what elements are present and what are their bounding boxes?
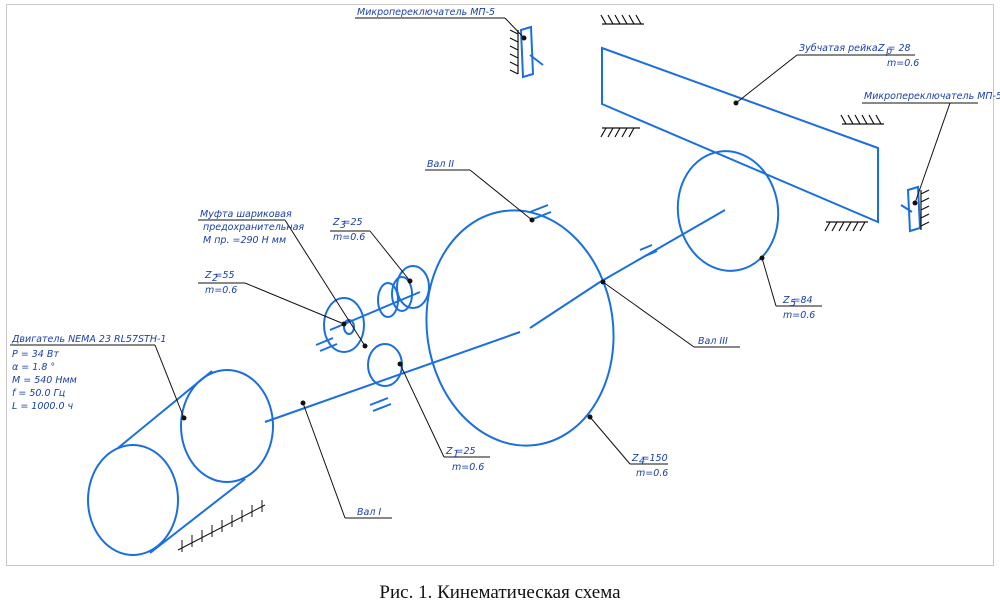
motor-face (87, 444, 179, 556)
figure-caption: Рис. 1. Кинематическая схема (379, 582, 621, 603)
label-microswitch-right: Микропереключатель МП-5 (864, 91, 1000, 102)
gear-z3 (396, 265, 430, 309)
shaft-1 (264, 331, 521, 423)
label-rack-m: m=0.6 (887, 58, 919, 69)
leader-lines (10, 17, 978, 519)
gear-z4 (425, 209, 615, 447)
motor-spec: Двигатель NEMA 23 RL57STH-1 P = 34 Вт α … (11, 334, 166, 412)
motor-spec-line: L = 1000.0 ч (12, 401, 74, 412)
label-rack: Зубчатая рейка (799, 43, 878, 54)
motor-spec-line: М = 540 Нмм (12, 375, 77, 386)
gear-z5 (676, 150, 780, 272)
label-z5-sub: 5 (790, 298, 796, 309)
drawing-frame (6, 4, 994, 566)
kinematic-diagram: Микропереключатель МП-5 Зубчатая рейка Z… (10, 7, 1000, 556)
motor-spec-line: P = 34 Вт (12, 349, 59, 360)
label-shaft-2: Вал II (427, 159, 454, 170)
ball-clutch (343, 276, 413, 335)
label-z2-sub: 2 (212, 273, 218, 284)
label-rack-z-sub: р (885, 46, 892, 57)
label-z2-m: m=0.6 (205, 285, 237, 296)
label-shaft-1: Вал I (357, 507, 381, 518)
label-z5-m: m=0.6 (783, 310, 815, 321)
label-shaft-3: Вал III (698, 336, 728, 347)
label-z3-m: m=0.6 (333, 232, 365, 243)
label-z3-sub: 3 (340, 220, 346, 231)
motor-fins (177, 500, 266, 552)
label-z1: Z =25 (445, 446, 476, 457)
motor (87, 369, 274, 556)
microswitch-top (519, 25, 544, 79)
motor-spec-line: f = 50.0 Гц (12, 388, 65, 399)
microswitch-right (900, 185, 922, 233)
label-z1-m: m=0.6 (452, 462, 484, 473)
label-z5: Z =84 (782, 295, 813, 306)
shaft-3-left (529, 281, 601, 329)
label-z1-sub: 1 (453, 449, 459, 460)
label-microswitch-top: Микропереключатель МП-5 (357, 7, 495, 18)
label-z4-m: m=0.6 (636, 468, 668, 479)
motor-back (180, 369, 274, 483)
label-z4-sub: 4 (639, 456, 645, 467)
label-clutch-3: М пр. =290 Н мм (203, 235, 286, 246)
label-rack-z: Z = 28 (877, 43, 911, 54)
supports (509, 14, 930, 232)
motor-spec-line: Двигатель NEMA 23 RL57STH-1 (11, 334, 166, 345)
motor-spec-line: α = 1.8 ° (12, 362, 55, 373)
leader-dots (181, 35, 918, 421)
label-clutch-2: предохранительная (203, 222, 304, 233)
label-clutch-1: Муфта шариковая (200, 209, 292, 220)
gear-z2 (323, 297, 365, 353)
label-z2: Z =55 (204, 270, 235, 281)
label-z3: Z =25 (332, 217, 363, 228)
shaft-3 (599, 209, 726, 283)
label-z4: Z =150 (631, 453, 668, 464)
gear-rack (601, 46, 879, 224)
bearing-marks (315, 204, 658, 412)
